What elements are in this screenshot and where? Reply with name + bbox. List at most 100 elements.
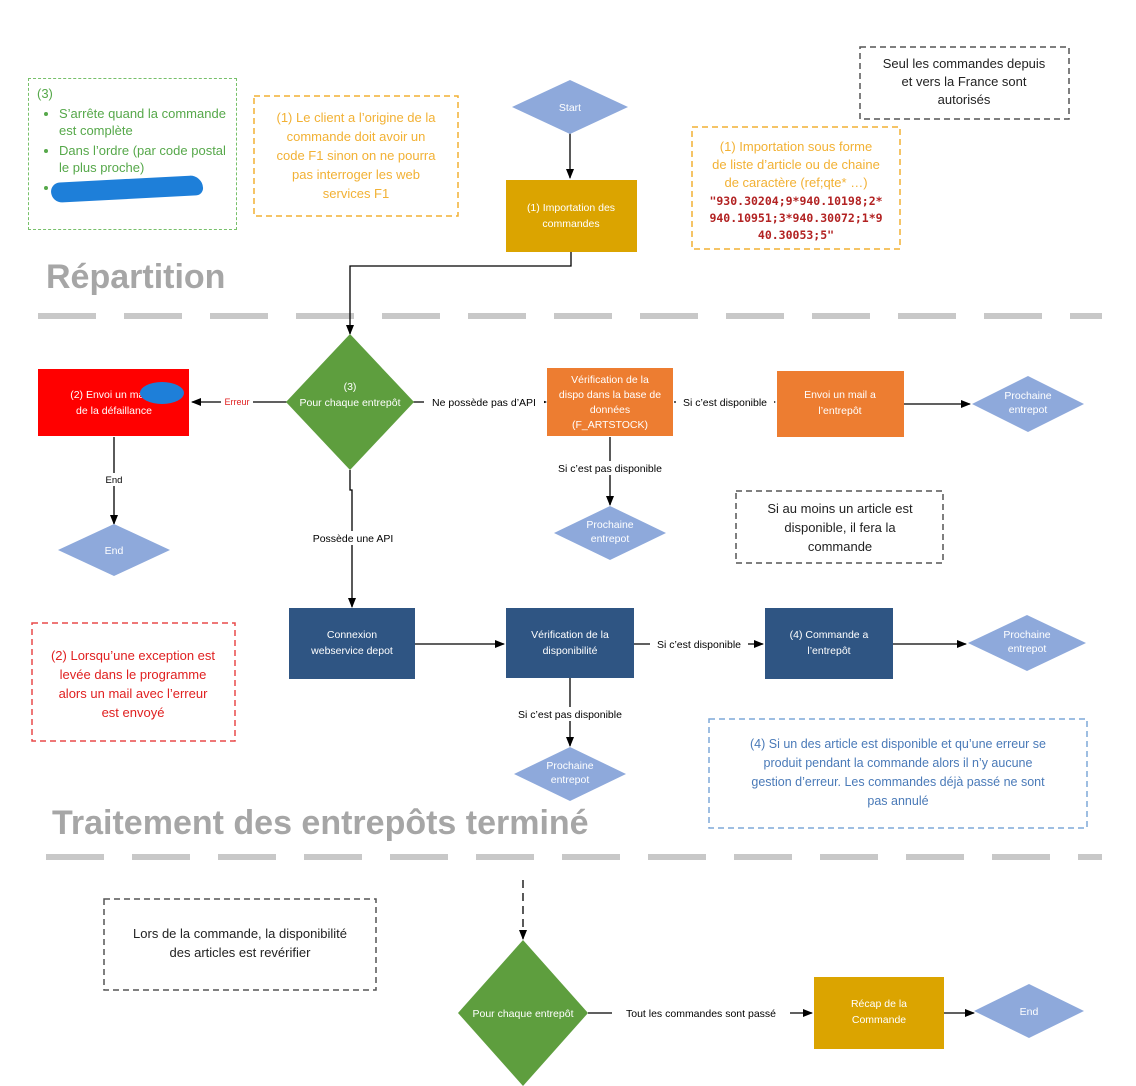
node-end-label: End	[1020, 1006, 1039, 1018]
note-exception-line: (2) Lorsqu’une exception est	[51, 648, 215, 663]
node-pour-chaque-label: (3)	[344, 381, 357, 393]
node-recap-commande: Récap de la Commande	[814, 977, 944, 1049]
node-verif-base-label: Vérification de la	[571, 374, 649, 386]
edge-label-end: End	[106, 475, 123, 486]
note-france-line: autorisés	[938, 92, 991, 107]
node-prochaine-entrepot-4: Prochaine entrepot	[514, 747, 626, 801]
note-import-code: 940.10951;3*940.30072;1*9	[709, 211, 882, 225]
note-client-line: commande doit avoir un	[287, 129, 426, 144]
note-france-line: et vers la France sont	[902, 74, 1027, 89]
node-verif-disponibilite: Vérification de la disponibilité	[506, 608, 634, 678]
edge-label-si-dispo-2: Si c’est disponible	[657, 639, 741, 651]
node-pour-chaque-label: Pour chaque entrepôt	[300, 397, 401, 409]
note-exception-line: est envoyé	[102, 705, 165, 720]
note-import-code: 40.30053;5"	[758, 228, 834, 242]
note-import-line: de liste d’article ou de chaine	[712, 157, 880, 172]
note-stop-condition: (3) S’arrête quand la commande est compl…	[28, 78, 237, 230]
note-client-line: (1) Le client a l’origine de la	[277, 110, 437, 125]
note-stop-item: Dans l’ordre (par code postal le plus pr…	[59, 142, 228, 177]
node-connexion-label: webservice depot	[310, 645, 393, 657]
note-article-line: disponible, il fera la	[784, 520, 896, 535]
note-recheck-line: Lors de la commande, la disponibilité	[133, 926, 347, 941]
node-prochaine-label: Prochaine	[1003, 629, 1050, 641]
edge-label-si-dispo-1: Si c’est disponible	[683, 397, 767, 409]
heading-traitement: Traitement des entrepôts terminé	[52, 804, 589, 842]
note-article-available: Si au moins un article est disponible, i…	[735, 490, 944, 564]
note-import-line: (1) Importation sous forme	[720, 139, 872, 154]
note-france-line: Seul les commandes depuis	[883, 56, 1046, 71]
node-verif-dispo-label: disponibilité	[543, 645, 598, 657]
redaction-scribble	[140, 382, 184, 404]
note-exception-line: levée dans le programme	[60, 667, 207, 682]
edge-label-tout-passe: Tout les commandes sont passé	[626, 1008, 776, 1020]
edge-label-si-pas-dispo-1: Si c’est pas disponible	[558, 463, 662, 475]
node-verif-base-label: données	[590, 404, 630, 416]
edge-label-possede-api: Possède une API	[313, 533, 394, 545]
node-pour-chaque-final-label: Pour chaque entrepôt	[473, 1008, 574, 1020]
node-defaillance-label: de la défaillance	[76, 405, 152, 417]
note-import-line: de caractère (ref;qte* …)	[724, 175, 867, 190]
node-start-label: Start	[559, 102, 581, 114]
node-connexion-label: Connexion	[327, 629, 377, 641]
node-pour-chaque-entrepot: (3) Pour chaque entrepôt	[286, 334, 414, 470]
edge-label-ne-possede: Ne possède pas d’API	[432, 397, 536, 409]
note-order-error-line: pas annulé	[867, 794, 928, 808]
edge-label-si-pas-dispo-2: Si c’est pas disponible	[518, 709, 622, 721]
node-prochaine-entrepot-2: Prochaine entrepot	[554, 506, 666, 560]
note-stop-list: S’arrête quand la commande est complète …	[37, 105, 228, 203]
node-verif-base-donnees: Vérification de la dispo dans la base de…	[547, 368, 673, 436]
node-prochaine-label: entrepot	[1008, 643, 1047, 655]
node-end-1: End	[58, 524, 170, 576]
node-commande-label: (4) Commande a	[790, 629, 869, 641]
node-recap-label: Récap de la	[851, 998, 907, 1010]
edge-import-pourchaque	[346, 252, 572, 335]
note-stop-title: (3)	[37, 86, 53, 101]
node-commande-entrepot: (4) Commande a l’entrepôt	[765, 608, 893, 679]
node-prochaine-label: entrepot	[1009, 404, 1048, 416]
note-exception-line: alors un mail avec l’erreur	[59, 686, 209, 701]
note-article-line: Si au moins un article est	[767, 501, 913, 516]
note-exception-mail: (2) Lorsqu’une exception est levée dans …	[31, 622, 236, 742]
note-recheck-availability: Lors de la commande, la disponibilité de…	[103, 898, 377, 991]
node-prochaine-label: Prochaine	[1004, 390, 1051, 402]
note-client-line: pas interroger les web	[292, 167, 420, 182]
edge-label-erreur: Erreur	[224, 397, 249, 407]
node-prochaine-label: Prochaine	[546, 760, 593, 772]
node-prochaine-label: entrepot	[551, 774, 590, 786]
note-article-line: commande	[808, 539, 872, 554]
node-connexion-webservice: Connexion webservice depot	[289, 608, 415, 679]
node-prochaine-entrepot-3: Prochaine entrepot	[968, 615, 1086, 671]
node-commande-label: l’entrepôt	[807, 645, 850, 657]
note-order-error: (4) Si un des article est disponible et …	[708, 718, 1088, 829]
node-prochaine-entrepot-1: Prochaine entrepot	[972, 376, 1084, 432]
node-import: (1) Importation des commandes	[506, 180, 637, 252]
note-import-code: "930.30204;9*940.10198;2*	[709, 194, 882, 208]
edge-possede-api	[348, 470, 356, 608]
node-import-label: (1) Importation des	[527, 202, 615, 214]
heading-repartition: Répartition	[46, 258, 225, 296]
note-client-code-f1: (1) Le client a l’origine de la commande…	[253, 95, 459, 217]
node-pour-chaque-entrepot-final: Pour chaque entrepôt	[458, 940, 588, 1086]
node-recap-label: Commande	[852, 1014, 906, 1026]
node-envoi-mail-defaillance: (2) Envoi un mail a de la défaillance	[38, 369, 189, 436]
note-stop-item: S’arrête quand la commande est complète	[59, 105, 228, 140]
node-envoi-mail-label: Envoi un mail a	[804, 389, 876, 401]
node-envoi-mail-entrepot: Envoi un mail a l’entrepôt	[777, 371, 904, 437]
node-prochaine-label: Prochaine	[586, 519, 633, 531]
note-client-line: code F1 sinon on ne pourra	[277, 148, 437, 163]
node-verif-base-label: (F_ARTSTOCK)	[572, 419, 648, 431]
note-recheck-line: des articles est revérifier	[170, 945, 312, 960]
node-start: Start	[512, 80, 628, 134]
node-defaillance-label: (2) Envoi un mail a	[70, 389, 158, 401]
note-client-line: services F1	[323, 186, 389, 201]
node-import-label: commandes	[542, 218, 599, 230]
node-end-label: End	[105, 545, 124, 557]
node-envoi-mail-label: l’entrepôt	[818, 405, 861, 417]
node-verif-dispo-label: Vérification de la	[531, 629, 609, 641]
note-france-only: Seul les commandes depuis et vers la Fra…	[859, 46, 1070, 120]
note-import-format: (1) Importation sous forme de liste d’ar…	[691, 126, 901, 250]
note-order-error-line: (4) Si un des article est disponible et …	[750, 737, 1046, 751]
node-prochaine-label: entrepot	[591, 533, 630, 545]
note-order-error-line: produit pendant la commande alors il n’y…	[764, 756, 1033, 770]
